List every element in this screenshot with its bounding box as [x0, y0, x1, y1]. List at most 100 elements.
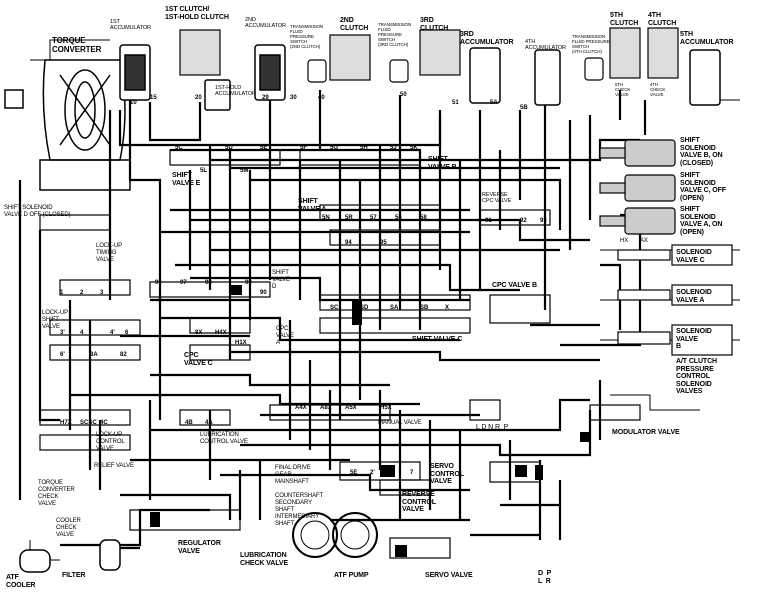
servo-control-label: SERVO CONTROL VALVE [430, 463, 464, 485]
port-number: 90 [260, 290, 267, 296]
torque-converter-label: TORQUE CONVERTER [52, 36, 102, 54]
ax-label: AX [640, 238, 648, 244]
port-number: 95 [380, 240, 387, 246]
tps-2nd-label: TRANSMISSION FLUID PRESSURE SWITCH (2ND … [290, 24, 324, 49]
regulator-valve-label: REGULATOR VALVE [178, 540, 221, 555]
port-number: 29 [262, 95, 269, 101]
fifth-accumulator-label: 5TH ACCUMULATOR [680, 31, 734, 46]
port-number: 5J [390, 145, 397, 151]
lockup-timing-label: LOCK-UP TIMING VALVE [96, 243, 122, 263]
port-number: 56 [395, 215, 402, 221]
atf-pump-label: ATF PUMP [334, 572, 369, 579]
port-number: 58 [420, 215, 427, 221]
port-number: 30 [290, 95, 297, 101]
port-number: 5N [322, 215, 330, 221]
shift-valve-a-label: SHIFT VALVE A [298, 198, 327, 213]
final-drive-label: FINAL DRIVE GEAR MAINSHAFT [275, 465, 311, 485]
cpc-valve-c-label: CPC VALVE C [184, 352, 213, 367]
clutch-solenoids [617, 244, 733, 356]
spool-plugs [150, 285, 590, 557]
port-number: 5H [360, 145, 368, 151]
pressure-switches [307, 57, 604, 83]
third-accumulator-label: 3RD ACCUMULATOR [460, 31, 514, 46]
modulator-valve-label: MODULATOR VALVE [612, 429, 680, 436]
port-number: 40 [318, 95, 325, 101]
manual-valve-label: MANUAL VALVE [378, 420, 422, 426]
port-number: H4X [215, 330, 227, 336]
cooler-check-label: COOLER CHECK VALVE [56, 518, 81, 538]
port-number: 5F [300, 145, 308, 151]
cpc-valve-b-label: CPC VALVE B [492, 282, 537, 289]
port-number: 7 [410, 470, 414, 476]
solenoid-c-label: SOLENOID VALVE C [676, 249, 712, 264]
port-number: 94 [345, 240, 352, 246]
port-number: 5L [200, 168, 208, 174]
port-number: 5E [260, 145, 268, 151]
port-number: 15 [150, 95, 157, 101]
port-number: SC [330, 305, 339, 311]
fourth-clutch-label: 4TH CLUTCH [648, 12, 677, 27]
third-clutch-label: 3RD CLUTCH [420, 17, 449, 32]
port-number: 92 [520, 218, 527, 224]
fourth-accumulator-label: 4TH ACCUMULATOR [525, 39, 566, 51]
port-number: 3 [100, 290, 104, 296]
port-number: 5C [175, 145, 183, 151]
filter-label: FILTER [62, 572, 86, 579]
lockup-control-label: LOCK-UP CONTROL VALVE [96, 432, 125, 452]
port-number: 2 [80, 290, 84, 296]
reverse-control-label: REVERSE CONTROL VALVE [402, 491, 436, 513]
first-accumulator-label: 1ST ACCUMULATOR [110, 19, 151, 31]
port-number: 50 [400, 92, 407, 98]
port-number: SA [390, 305, 399, 311]
port-number: A8X [320, 405, 332, 411]
cpc-valve-a-label: CPC VALVE A [276, 326, 294, 346]
second-accumulator-label: 2ND ACCUMULATOR [245, 17, 286, 29]
shift-solenoid-d-label: SHIFT SOLENOID VALVE D OFF (CLOSED) [4, 205, 71, 218]
shift-solenoid-a-label: SHIFT SOLENOID VALVE A, ON (OPEN) [680, 206, 723, 236]
port-number: H5X [380, 405, 392, 411]
atf-cooler-label: ATF COOLER [6, 574, 36, 589]
torque-converter-shape [39, 59, 131, 191]
port-number: SB [420, 305, 429, 311]
lubrication-control-label: LUBRICATION CONTROL VALVE [200, 432, 248, 445]
port-number: A4X [295, 405, 307, 411]
shift-solenoid-c-label: SHIFT SOLENOID VALVE C, OFF (OPEN) [680, 172, 726, 202]
port-number: 4' [110, 330, 115, 336]
shift-solenoids [599, 139, 676, 235]
port-number: 5D [225, 145, 233, 151]
port-number: 99 [245, 280, 252, 286]
shift-valve-e-label: SHIFT VALVE E [172, 172, 201, 187]
port-number: 6 [125, 330, 129, 336]
check-valve-4th-label: 4TH CHECK VALVE [650, 82, 666, 97]
atf-pump-shape [292, 512, 378, 558]
shift-valve-c-label: SHIFT VALVE C [412, 336, 463, 343]
port-number: SCSC [80, 420, 97, 426]
torque-converter-check-label: TORQUE CONVERTER CHECK VALVE [38, 480, 75, 507]
shift-solenoid-b-label: SHIFT SOLENOID VALVE B, ON (CLOSED) [680, 137, 723, 167]
port-number: 3A [90, 352, 98, 358]
port-number: H7X [60, 420, 72, 426]
port-number: 8X [195, 330, 203, 336]
port-number: 10 [130, 100, 137, 106]
clutches [179, 27, 679, 81]
port-number: 4C [100, 420, 108, 426]
port-number: 6' [60, 352, 65, 358]
port-number: 91 [485, 218, 492, 224]
port-number: 5E [350, 470, 358, 476]
shift-valve-d-label: SHIFT VALVE D [272, 270, 290, 290]
solenoid-b-label: SOLENOID VALVE B [676, 328, 712, 350]
port-number: 5M [240, 168, 249, 174]
port-number: 4A [205, 420, 213, 426]
dpr-label: D P L R [538, 570, 552, 585]
port-number: SD [360, 305, 369, 311]
port-number: 4 [80, 330, 84, 336]
port-number: 93 [540, 218, 547, 224]
filter-cooler [4, 89, 121, 573]
port-number: 51 [452, 100, 459, 106]
oil-passages [18, 90, 647, 550]
shift-valve-b-label: SHIFT VALVE B [428, 156, 457, 171]
port-number: H1X [235, 340, 247, 346]
port-number: 5R [345, 215, 353, 221]
port-number: 98 [205, 280, 212, 286]
